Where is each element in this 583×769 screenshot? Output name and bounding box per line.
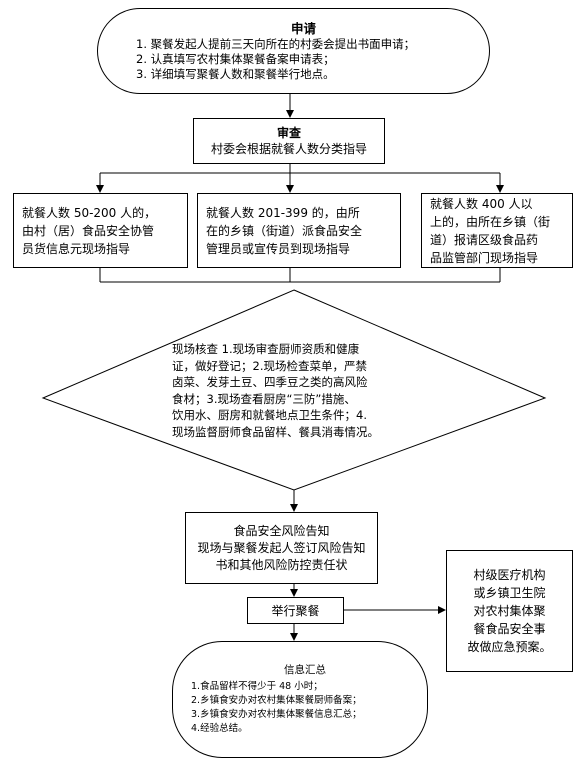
guide-medium-node: 就餐人数 201-399 的，由所 在的乡镇（街道）派食品安全 管理员或宣传员到…: [197, 193, 401, 268]
guide-small-node: 就餐人数 50-200 人的， 由村（居）食品安全协管 员货信息元现场指导: [13, 193, 188, 268]
summary-title: 信息汇总: [284, 664, 326, 676]
apply-item: 1. 聚餐发起人提前三天向所在的村委会提出书面申请；: [136, 36, 416, 51]
emergency-line: 或乡镇卫生院: [473, 586, 546, 600]
hold-dinner-node: 举行聚餐: [247, 597, 344, 624]
review-subtitle: 村委会根据就餐人数分类指导: [210, 142, 367, 156]
risk-notice-node: 食品安全风险告知 现场与聚餐发起人签订风险告知 书和其他风险防控责任状: [185, 512, 378, 584]
risk-line: 现场与聚餐发起人签订风险告知: [197, 540, 366, 555]
summary-item: 4.经验总结。: [191, 723, 248, 734]
apply-item: 3. 详细填写聚餐人数和聚餐举行地点。: [136, 66, 335, 81]
review-node: 审查 村委会根据就餐人数分类指导: [193, 118, 385, 164]
emergency-line: 对农村集体聚: [473, 604, 546, 618]
inspect-line: 现场核查 1.现场审查厨师资质和健康: [172, 342, 360, 356]
guide-medium-line: 管理员或宣传员到现场指导: [206, 241, 351, 256]
guide-medium-line: 在的乡镇（街道）派食品安全: [206, 223, 363, 238]
summary-item: 3.乡镇食安办对农村集体聚餐信息汇总；: [191, 709, 362, 720]
guide-small-line: 就餐人数 50-200 人的，: [22, 205, 157, 220]
summary-node: 信息汇总 1.食品留样不得少于 48 小时； 2.乡镇食安办对农村集体聚餐厨师备…: [172, 641, 428, 758]
inspect-text: 现场核查 1.现场审查厨师资质和健康 证，做好登记；2.现场检查菜单，严禁 卤菜…: [172, 341, 416, 440]
summary-item: 2.乡镇食安办对农村集体聚餐厨师备案；: [191, 695, 362, 706]
apply-node: 申请 1. 聚餐发起人提前三天向所在的村委会提出书面申请； 2. 认真填写农村集…: [97, 8, 490, 94]
guide-large-line: 上的，由所在乡镇（街: [430, 214, 551, 229]
inspect-line: 现场监督厨师食品留样、餐具消毒情况。: [172, 424, 379, 439]
hold-label: 举行聚餐: [271, 604, 320, 618]
apply-item: 2. 认真填写农村集体聚餐备案申请表；: [136, 51, 335, 66]
guide-medium-line: 就餐人数 201-399 的，由所: [206, 205, 360, 220]
guide-large-line: 品监管部门现场指导: [430, 250, 539, 265]
guide-small-line: 员货信息元现场指导: [22, 241, 131, 256]
risk-title: 食品安全风险告知: [233, 523, 330, 538]
apply-title: 申请: [290, 20, 316, 36]
guide-large-line: 就餐人数 400 人以: [430, 196, 533, 211]
risk-line: 书和其他风险防控责任状: [215, 557, 348, 572]
emergency-plan-node: 村级医疗机构 或乡镇卫生院 对农村集体聚 餐食品安全事 故做应急预案。: [446, 550, 573, 672]
emergency-line: 餐食品安全事: [473, 622, 546, 636]
guide-large-node: 就餐人数 400 人以 上的，由所在乡镇（街 道）报请区级食品药 品监管部门现场…: [421, 193, 573, 268]
emergency-line: 故做应急预案。: [467, 640, 552, 654]
guide-large-line: 道）报请区级食品药: [430, 232, 539, 247]
inspect-line: 卤菜、发芽土豆、四季豆之类的高风险: [172, 375, 368, 389]
emergency-line: 村级医疗机构: [473, 568, 546, 582]
guide-small-line: 由村（居）食品安全协管: [22, 223, 155, 238]
summary-item: 1.食品留样不得少于 48 小时；: [191, 681, 323, 692]
review-title: 审查: [276, 126, 301, 140]
inspect-line: 食材；3.现场查看厨房“三防”措施、: [172, 391, 356, 406]
inspect-line: 证，做好登记；2.现场检查菜单，严禁: [172, 358, 367, 373]
inspect-line: 饮用水、厨房和就餐地点卫生条件；4.: [172, 408, 367, 422]
